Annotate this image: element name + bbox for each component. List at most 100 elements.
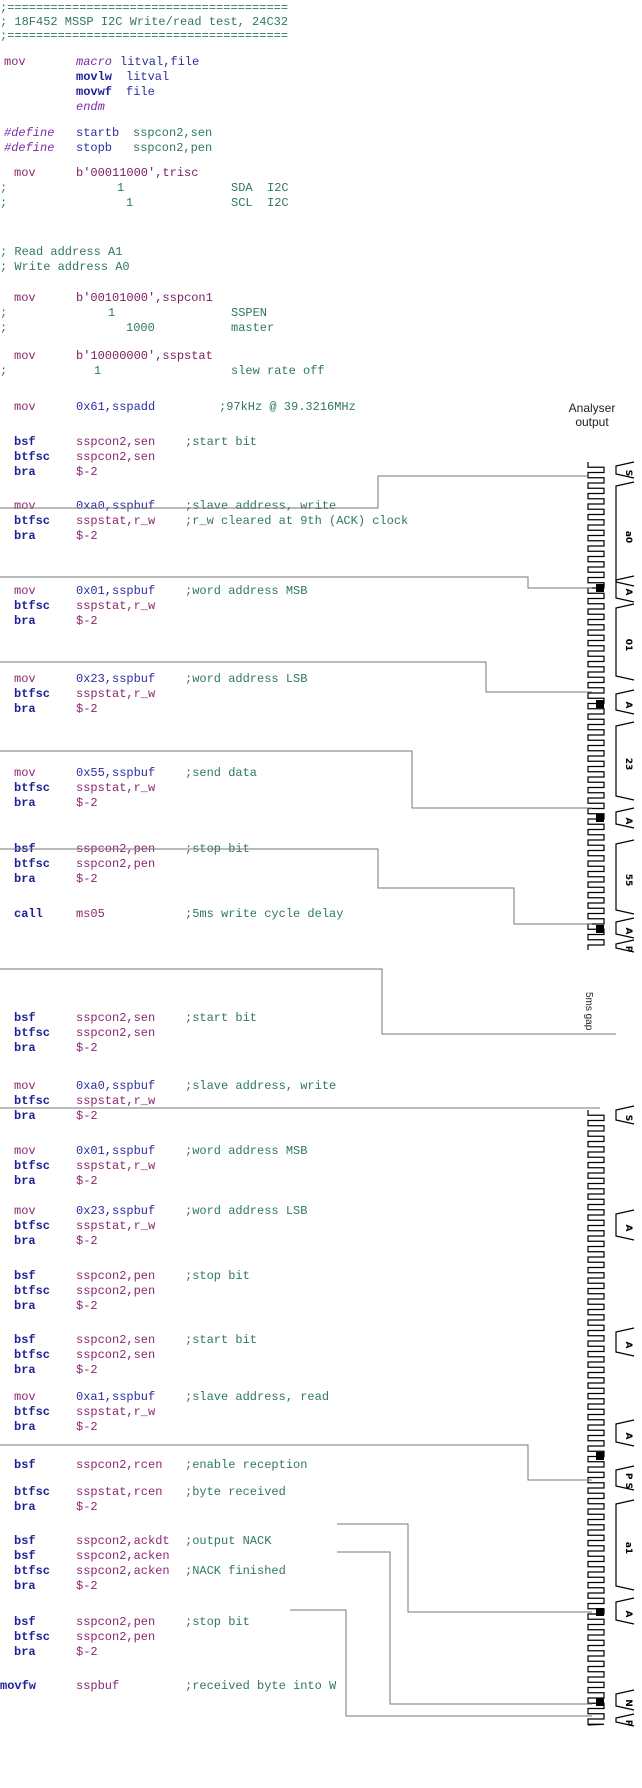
code-token: bra xyxy=(14,702,36,716)
code-token: endm xyxy=(76,100,105,114)
code-token: $-2 xyxy=(76,1174,98,1188)
code-token: btfsc xyxy=(14,599,51,613)
code-token: sspcon2,pen xyxy=(76,1269,156,1283)
code-token: bsf xyxy=(14,1534,36,1548)
code-token: file xyxy=(126,85,155,99)
code-token: b'00101000',sspcon1 xyxy=(76,291,213,305)
code-token: $-2 xyxy=(76,1363,98,1377)
code-token: ;start bit xyxy=(185,1333,258,1347)
code-token: sspcon2,ackdt xyxy=(76,1534,170,1548)
code-token: bra xyxy=(14,1109,36,1123)
sda-trace-1 xyxy=(615,689,635,715)
sda-trace-1 xyxy=(615,575,635,603)
sda-trace-2 xyxy=(615,1327,635,1357)
code-token: ;start bit xyxy=(185,435,258,449)
sda-trace-1 xyxy=(615,807,635,829)
code-token: bsf xyxy=(14,1011,36,1025)
code-token: mov xyxy=(14,1204,36,1218)
code-token: bra xyxy=(14,1420,36,1434)
connector-wire xyxy=(0,661,592,693)
code-token: ;byte received xyxy=(185,1485,286,1499)
code-token: bra xyxy=(14,1579,36,1593)
code-token: slew rate off xyxy=(231,364,325,378)
connector-wire xyxy=(337,1551,592,1705)
ack-mark xyxy=(596,1608,604,1616)
code-token: ;NACK finished xyxy=(185,1564,286,1578)
code-token: sspstat,rcen xyxy=(76,1485,163,1499)
code-token: 0xa0,sspbuf xyxy=(76,499,156,513)
code-token: ; xyxy=(0,364,8,378)
data-segment-label: P S xyxy=(623,1473,633,1489)
code-token: btfsc xyxy=(14,1284,51,1298)
code-token: SSPEN xyxy=(231,306,268,320)
code-token: bra xyxy=(14,1500,36,1514)
code-token: sspstat,r_w xyxy=(76,1159,156,1173)
code-token: sspcon2,sen xyxy=(76,1026,156,1040)
sda-trace-2 xyxy=(615,1419,635,1447)
code-token: mov xyxy=(14,584,36,598)
data-segment-label: P xyxy=(623,1720,633,1727)
code-token: ; Write address A0 xyxy=(0,260,130,274)
sda-trace-2 xyxy=(615,1689,635,1711)
code-token: movwf xyxy=(76,85,113,99)
sda-trace-2 xyxy=(615,1499,635,1591)
code-token: sspstat,r_w xyxy=(76,1219,156,1233)
code-token: mov xyxy=(14,1079,36,1093)
sda-trace-1 xyxy=(615,939,635,953)
code-token: litval,file xyxy=(120,55,200,69)
code-token: ; xyxy=(0,181,8,195)
analyser-title: Analyser output xyxy=(568,401,616,429)
connector-wire xyxy=(0,475,588,509)
data-segment-label: A xyxy=(623,1342,633,1349)
sda-trace-1 xyxy=(615,917,635,939)
code-token: 0xa0,sspbuf xyxy=(76,1079,156,1093)
data-segment-label: A xyxy=(623,1611,633,1618)
code-token: 0x61,sspadd xyxy=(76,400,156,414)
code-token: ;slave address, read xyxy=(185,1390,330,1404)
code-token: bra xyxy=(14,529,36,543)
data-segment-label: 01 xyxy=(623,639,633,652)
code-token: btfsc xyxy=(14,1348,51,1362)
code-token: bra xyxy=(14,614,36,628)
code-token: sspcon2,sen xyxy=(76,1333,156,1347)
ack-mark xyxy=(596,1698,604,1706)
connector-wire xyxy=(0,968,616,1035)
sda-trace-2 xyxy=(615,1105,635,1125)
data-segment-label: A xyxy=(623,928,633,935)
code-token: b'00011000',trisc xyxy=(76,166,199,180)
data-segment-label: A xyxy=(623,589,633,596)
code-token: 0x55,sspbuf xyxy=(76,766,156,780)
code-token: call xyxy=(14,907,43,921)
code-token: sspcon2,sen xyxy=(133,126,213,140)
connector-wire xyxy=(0,576,592,589)
code-token: bra xyxy=(14,1174,36,1188)
code-token: bra xyxy=(14,796,36,810)
data-segment-label: A xyxy=(623,702,633,709)
code-token: sspcon2,pen xyxy=(76,1615,156,1629)
code-token: b'10000000',sspstat xyxy=(76,349,213,363)
code-token: btfsc xyxy=(14,1485,51,1499)
code-token: #define xyxy=(4,126,55,140)
code-token: btfsc xyxy=(14,1405,51,1419)
code-token: ; xyxy=(0,306,8,320)
code-token: ; Read address A1 xyxy=(0,245,123,259)
code-token: $-2 xyxy=(76,1109,98,1123)
gap-label: 5ms gap xyxy=(583,992,594,1031)
code-token: bra xyxy=(14,1363,36,1377)
code-token: sspcon2,pen xyxy=(76,1284,156,1298)
code-token: ;======================================= xyxy=(0,1,289,15)
code-token: mov xyxy=(14,672,36,686)
connector-wire xyxy=(0,1444,592,1481)
ack-mark xyxy=(596,700,604,708)
code-token: ;======================================= xyxy=(0,29,289,43)
code-token: ;word address LSB xyxy=(185,1204,308,1218)
code-token: btfsc xyxy=(14,1094,51,1108)
code-token: ;send data xyxy=(185,766,258,780)
code-token: ;5ms write cycle delay xyxy=(185,907,344,921)
code-token: #define xyxy=(4,141,55,155)
code-token: bsf xyxy=(14,1615,36,1629)
code-token: $-2 xyxy=(76,1234,98,1248)
code-token: movlw xyxy=(76,70,113,84)
code-token: bra xyxy=(14,1299,36,1313)
code-token: bsf xyxy=(14,1269,36,1283)
